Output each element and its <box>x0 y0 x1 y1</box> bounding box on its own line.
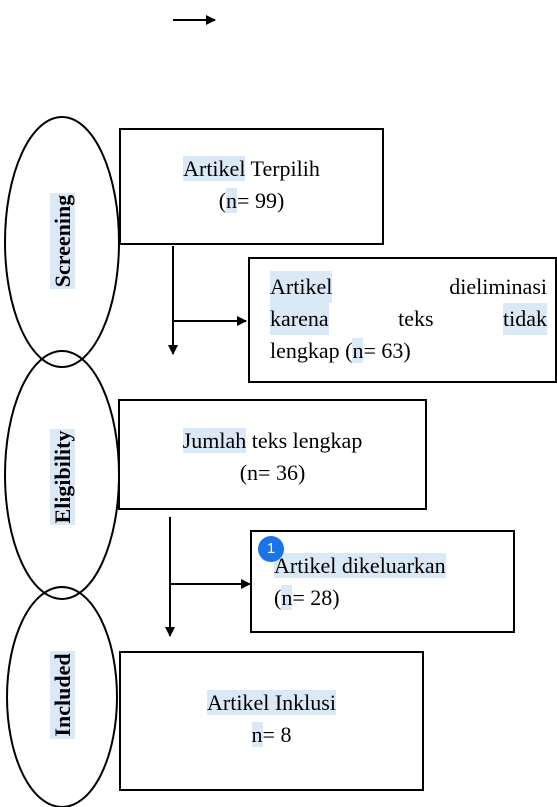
fulltext-title: Jumlah teks lengkap <box>182 428 363 453</box>
included-ellipse <box>6 586 118 807</box>
eliminated-line-2: karena teks tidak <box>270 303 547 335</box>
stage-label-screening: Screening <box>50 192 75 290</box>
eliminated-line-1: Artikel dieliminasi <box>270 271 547 303</box>
stage-label-included: Included <box>50 651 75 739</box>
excluded-line-1: Artikel dikeluarkan <box>274 553 446 578</box>
eliminated-line-3: lengkap (n= 63) <box>270 338 411 363</box>
box-excluded-articles: Artikel dikeluarkan (n= 28) <box>250 530 515 633</box>
stage-label-eligibility: Eligibility <box>50 428 75 526</box>
included-title: Artikel Inklusi <box>207 690 336 715</box>
box-eliminated-articles: Artikel dieliminasi karena teks tidak le… <box>248 257 557 383</box>
box-fulltext-articles: Jumlah teks lengkap (n= 36) <box>118 399 427 510</box>
box-selected-articles: Artikel Terpilih (n= 99) <box>119 128 384 245</box>
selected-title: Artikel Terpilih <box>183 156 320 181</box>
excluded-line-2: (n= 28) <box>274 585 340 610</box>
comment-badge[interactable]: 1 <box>258 536 284 562</box>
included-count: n= 8 <box>251 722 292 747</box>
selected-count: (n= 99) <box>218 188 285 213</box>
fulltext-count: (n= 36) <box>239 460 306 485</box>
box-included-articles: Artikel Inklusi n= 8 <box>119 651 424 791</box>
